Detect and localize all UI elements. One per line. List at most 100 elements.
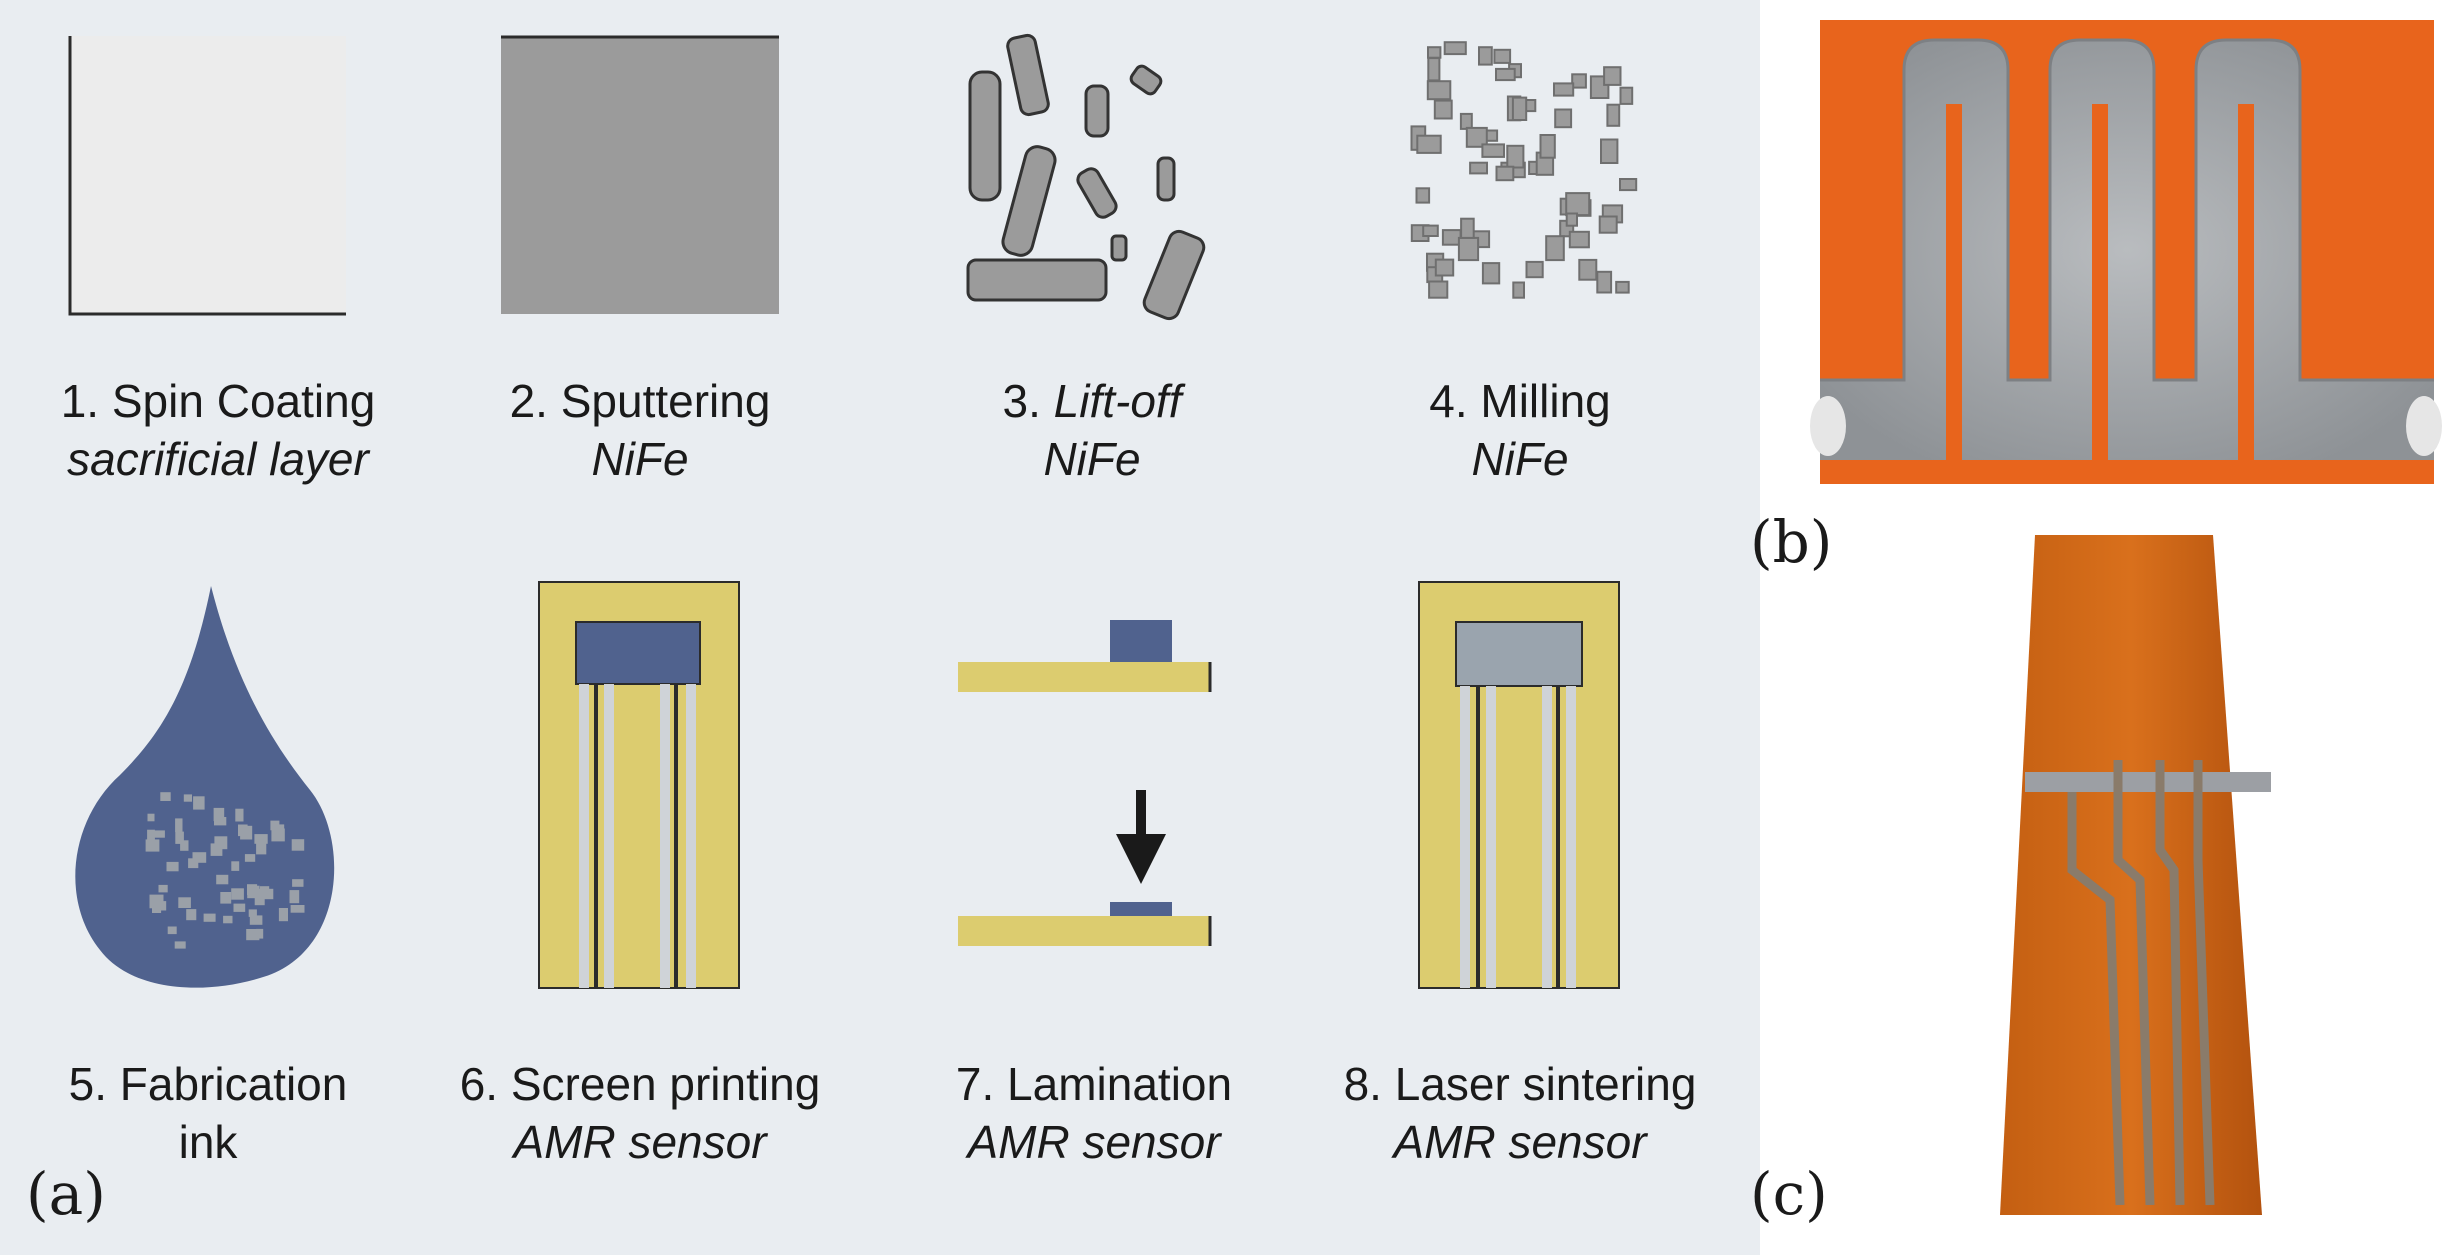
particle — [192, 852, 207, 863]
step4-label: 4. Milling NiFe — [1429, 375, 1611, 485]
particle — [1539, 134, 1556, 159]
particle — [188, 858, 199, 869]
particle — [1426, 80, 1452, 101]
particle — [278, 908, 288, 922]
particle — [1554, 108, 1573, 129]
particle — [248, 909, 257, 917]
particle — [1512, 281, 1526, 299]
step7-label: 7. Lamination AMR sensor — [955, 1058, 1233, 1168]
particle — [203, 913, 216, 922]
particle — [1465, 126, 1488, 148]
particle — [1598, 215, 1618, 234]
particle — [216, 874, 229, 885]
particle — [1565, 192, 1591, 217]
particle — [256, 928, 264, 939]
particle — [244, 854, 256, 862]
particle — [214, 817, 227, 826]
panel-label-c: (c) — [1750, 1160, 1828, 1228]
particle — [1603, 66, 1622, 86]
particle — [1525, 260, 1544, 279]
particle — [166, 861, 179, 872]
particle — [289, 890, 300, 904]
step2-nife-film-square — [501, 35, 779, 314]
particle — [231, 861, 240, 871]
particle — [178, 897, 191, 908]
particle — [271, 828, 285, 842]
step3-label: 3. Lift-off NiFe — [1002, 375, 1182, 485]
step1-label: 1. Spin Coating sacrificial layer — [60, 375, 376, 485]
particle — [1606, 103, 1621, 127]
particle — [235, 808, 244, 822]
particle — [291, 839, 305, 851]
particle — [240, 825, 253, 840]
particle — [231, 888, 244, 900]
particle — [1596, 270, 1613, 294]
panel-c-kapton-photo — [2000, 535, 2271, 1215]
particle — [1615, 280, 1630, 294]
step5-label: 5. Fabrication ink — [68, 1058, 348, 1168]
step4-nife-particles — [1410, 41, 1638, 299]
particle — [1481, 143, 1506, 158]
particle — [180, 840, 189, 851]
particle — [1443, 41, 1467, 56]
particle — [1459, 112, 1473, 130]
particle — [223, 915, 233, 924]
particle — [1427, 46, 1442, 59]
particle — [1478, 46, 1493, 66]
panel-label-a: (a) — [26, 1160, 106, 1228]
particle — [147, 813, 155, 822]
panel-label-b: (b) — [1750, 508, 1833, 576]
particle — [246, 929, 260, 941]
particle — [1600, 138, 1619, 164]
particle — [1495, 165, 1515, 182]
particle — [183, 794, 192, 802]
step1-sacrificial-layer-square — [68, 36, 346, 316]
particle — [220, 892, 232, 904]
particle — [175, 818, 183, 833]
particle — [210, 843, 223, 856]
particle — [254, 834, 268, 844]
particle — [256, 840, 267, 855]
particle — [153, 830, 165, 838]
particle — [1511, 96, 1528, 121]
particle — [167, 926, 177, 935]
step3-nife-flakes — [966, 33, 1206, 321]
particle — [1578, 258, 1598, 281]
particle — [1481, 262, 1501, 285]
particle — [193, 796, 205, 810]
particle — [260, 886, 270, 895]
particle — [1457, 236, 1480, 262]
particle — [160, 792, 171, 801]
particle — [145, 839, 160, 852]
particle — [1433, 99, 1453, 120]
particle — [1415, 187, 1431, 204]
particle — [249, 915, 263, 925]
particle — [1619, 178, 1638, 192]
particle — [149, 894, 164, 909]
particle — [186, 909, 197, 921]
particle — [1506, 144, 1525, 169]
step2-label: 2. Sputtering NiFe — [509, 375, 771, 485]
particle — [254, 896, 265, 906]
particle — [175, 831, 184, 844]
particle — [1428, 280, 1449, 299]
particle — [1427, 57, 1441, 82]
particle — [1619, 86, 1634, 105]
step5-ink-droplet — [75, 586, 335, 988]
particle — [233, 903, 246, 912]
particle — [290, 905, 305, 913]
step6-label: 6. Screen printing AMR sensor — [459, 1058, 821, 1168]
particle — [1568, 230, 1590, 249]
step7-lamination — [958, 620, 1212, 946]
particle — [174, 941, 186, 949]
panel-b-meander-photo — [1810, 20, 2442, 484]
particle — [1493, 48, 1512, 64]
step6-screen-printed-sensor — [538, 581, 740, 989]
particle — [1469, 161, 1488, 175]
particle — [1553, 82, 1575, 97]
particle — [1416, 134, 1442, 154]
particle — [147, 829, 155, 843]
particle — [1495, 67, 1516, 82]
particle — [213, 807, 225, 822]
